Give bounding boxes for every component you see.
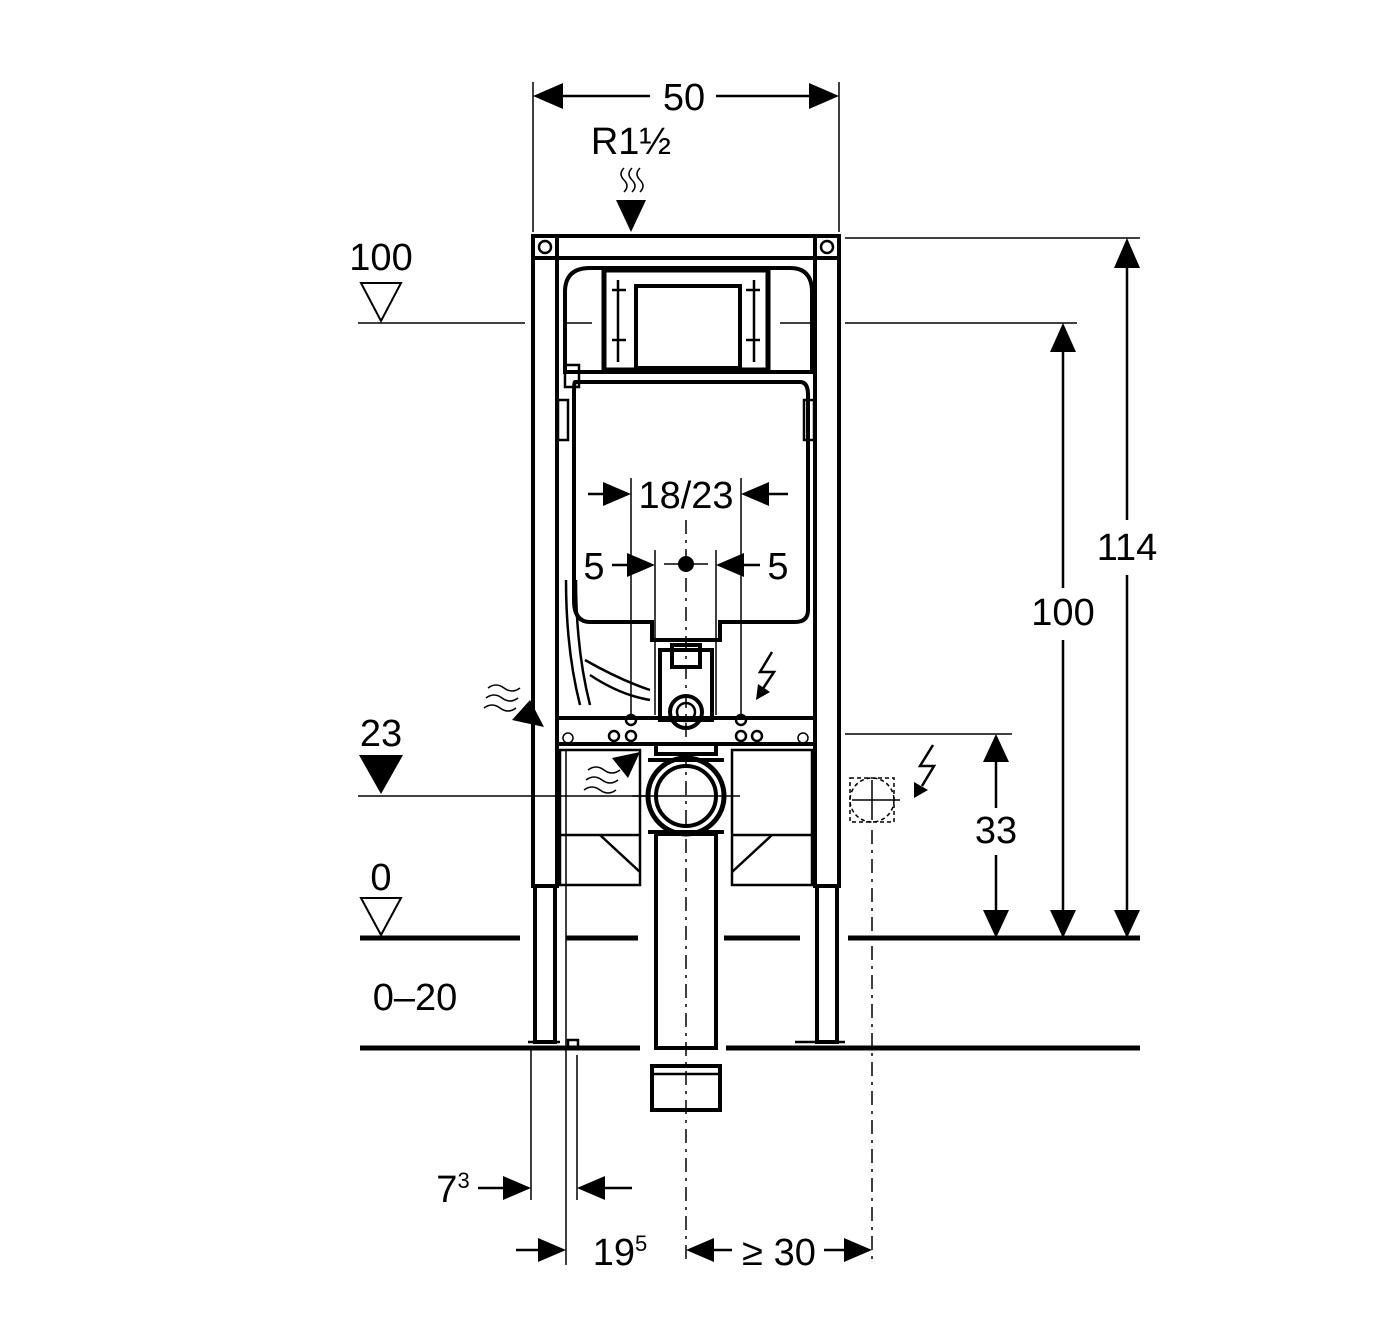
electrical-symbols [756, 651, 937, 1265]
offset-left-label: 5 [583, 546, 604, 588]
water-wave-icon [583, 766, 621, 794]
power-socket-icon [849, 777, 900, 823]
leg-offset-dimension: 73 [436, 1050, 632, 1211]
clearance-label: ≥ 30 [742, 1232, 816, 1274]
level-triangle-filled-icon [359, 755, 403, 794]
lightning-icon [917, 744, 937, 787]
level-23-label: 23 [360, 713, 402, 755]
water-wave-icon [620, 167, 644, 193]
waste-pipe [632, 520, 740, 1265]
frame [528, 234, 845, 1050]
cistern [556, 266, 816, 730]
level-100-label: 100 [349, 237, 412, 279]
spacing-label: 18/23 [638, 475, 733, 517]
level-triangle-icon [359, 897, 403, 938]
water-inlet: R1½ [591, 121, 671, 232]
height-33-label: 33 [975, 810, 1017, 852]
water-wave-icon [483, 684, 521, 712]
level-triangle-icon [359, 282, 403, 324]
offset-dimensions: 5 5 [583, 546, 789, 715]
height-33-dimension: 33 [845, 733, 1017, 938]
height-114-dimension: 114 [845, 237, 1158, 938]
height-100-label: 100 [1031, 592, 1094, 634]
lightning-icon [757, 651, 777, 691]
spacing-dimension: 18/23 [588, 475, 788, 715]
floor-lines [360, 935, 1140, 1051]
level-0-label: 0 [370, 857, 391, 899]
clearance-dimension: ≥ 30 [686, 1232, 872, 1274]
width-label: 50 [663, 77, 705, 119]
offset-right-label: 5 [767, 546, 788, 588]
height-114-label: 114 [1097, 527, 1158, 569]
frame-offset-dimension: 195 [516, 750, 647, 1274]
level-23-marker: 23 [358, 713, 650, 797]
leg-offset-label: 73 [436, 1168, 469, 1211]
frame-offset-label: 195 [593, 1231, 648, 1274]
floor-range-label: 0–20 [373, 977, 458, 1019]
inlet-label: R1½ [591, 121, 671, 163]
width-dimension: 50 [532, 77, 840, 232]
water-flow-symbols [483, 684, 640, 794]
level-100-marker: 100 [349, 237, 525, 324]
level-0-marker: 0 [359, 857, 403, 938]
height-100-dimension: 100 [845, 322, 1095, 938]
inlet-arrow-icon [616, 200, 646, 232]
